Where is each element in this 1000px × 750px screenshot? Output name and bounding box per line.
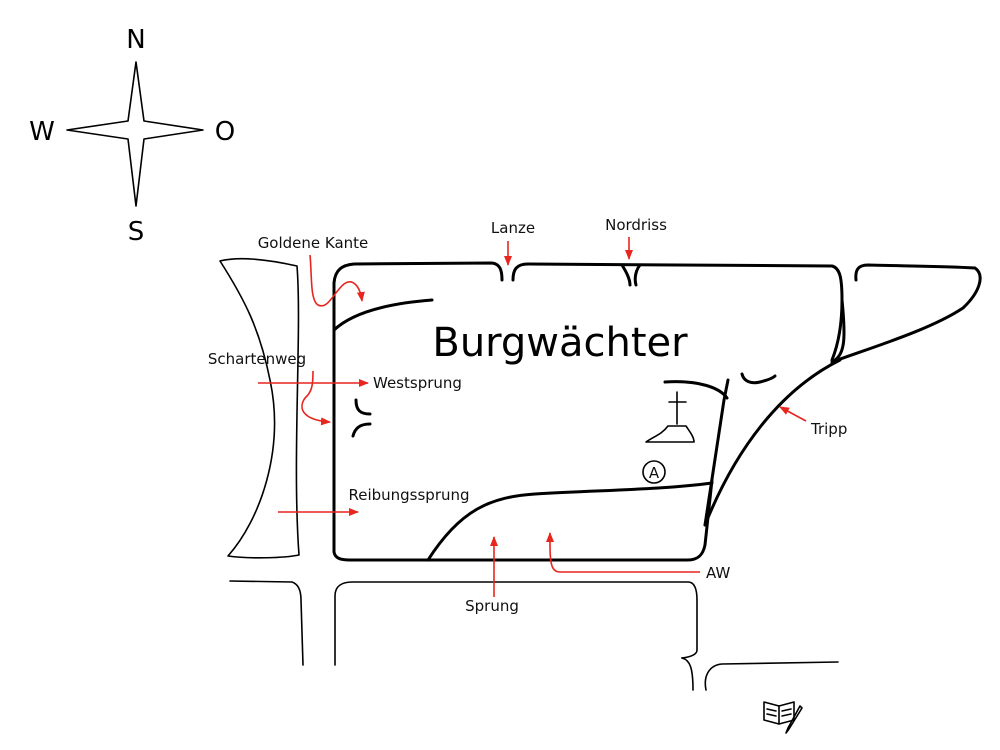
compass-rose-icon: N S W O (29, 25, 235, 247)
label-westsprung: Westsprung (373, 374, 462, 392)
western-rock (219, 257, 300, 559)
arrow-schartenweg (301, 370, 331, 426)
label-tripp: Tripp (810, 420, 847, 438)
compass-north: N (126, 25, 145, 55)
label-goldene-kante: Goldene Kante (258, 234, 369, 252)
rock-outlines (219, 257, 982, 691)
main-rock-burgwaechter (332, 261, 504, 285)
summit-book-icon (763, 701, 803, 734)
arrow-tripp (779, 406, 807, 422)
route-arrows (258, 237, 807, 597)
label-nordriss: Nordriss (605, 216, 667, 234)
label-sprung: Sprung (465, 597, 519, 615)
summit-cross-icon (645, 391, 695, 443)
anchor-letter: A (649, 464, 660, 482)
compass-west: W (29, 117, 55, 147)
arrow-goldene-kante (309, 254, 365, 307)
southern-rock (334, 581, 698, 666)
compass-east: O (215, 117, 235, 147)
route-labels: Goldene Kante Lanze Nordriss Schartenweg… (208, 216, 847, 615)
arrow-aw (546, 532, 700, 573)
northeast-rock (830, 263, 982, 364)
label-schartenweg: Schartenweg (208, 350, 306, 368)
label-lanze: Lanze (491, 219, 535, 237)
label-reibungssprung: Reibungssprung (348, 486, 469, 504)
label-aw: AW (706, 564, 730, 582)
compass-south: S (128, 217, 145, 247)
anchor-a-icon: A (642, 460, 666, 484)
map-title: Burgwächter (432, 320, 688, 366)
